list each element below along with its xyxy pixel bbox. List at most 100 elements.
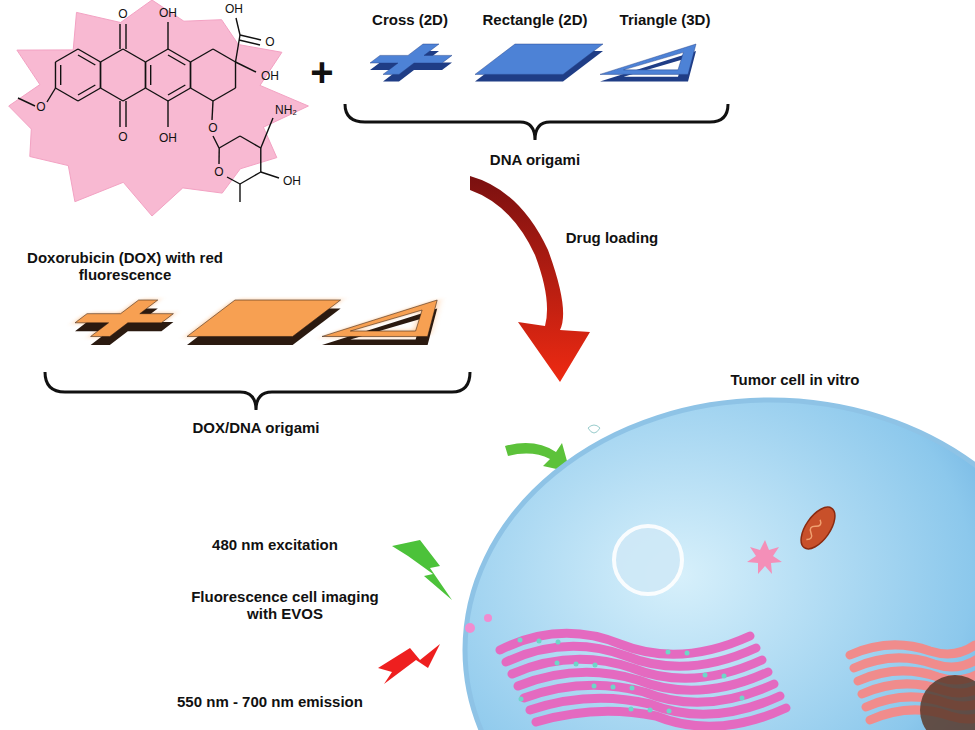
ribosome (593, 663, 598, 668)
bond (78, 85, 95, 95)
bond (261, 172, 279, 178)
bond (218, 148, 220, 164)
bond (168, 85, 185, 95)
shape-label: Cross (2D) (372, 11, 448, 28)
bond (55, 88, 78, 101)
slab-top (187, 300, 341, 336)
bond (119, 24, 120, 49)
vesicle (614, 526, 682, 594)
dna-origami-shapes (355, 44, 728, 81)
bond (190, 62, 191, 88)
bond (60, 65, 61, 85)
tumor-cell (465, 400, 975, 730)
bond (78, 49, 101, 62)
bond (190, 62, 191, 88)
dox-dna-origami-shapes (57, 300, 476, 345)
bond (125, 101, 126, 127)
bond (145, 62, 146, 88)
bond (100, 49, 123, 62)
mitochondrion (794, 501, 841, 554)
bond (150, 65, 151, 85)
bond (145, 62, 146, 88)
bond (100, 62, 101, 88)
bond (240, 136, 261, 148)
atom-label: O (118, 131, 127, 143)
cell-label: Tumor cell in vitro (731, 371, 860, 388)
atom-label: O (208, 122, 217, 134)
ribosome (592, 684, 597, 689)
endocytic-pit (588, 425, 600, 433)
ribosome (685, 651, 690, 656)
method-label: 550 nm - 700 nm emission (177, 693, 363, 710)
ribosome (519, 697, 524, 702)
slab-top (355, 44, 467, 74)
atom-label: OH (225, 3, 243, 15)
bond (78, 55, 95, 65)
ribosome (555, 661, 560, 666)
atom-label: NH₂ (275, 104, 297, 116)
nucleus (920, 675, 975, 730)
bond (239, 184, 240, 202)
bond (167, 101, 168, 127)
doxorubicin-structure (18, 18, 279, 202)
slab-top (57, 300, 191, 336)
ribosome (611, 685, 616, 690)
atom-label: OH (159, 132, 177, 144)
bond (236, 35, 241, 62)
slab-top (475, 44, 603, 74)
bond (145, 88, 168, 101)
endoplasmic-reticulum (465, 614, 975, 726)
ribosome (740, 696, 745, 701)
ribosome (556, 640, 561, 645)
bracket (45, 372, 470, 410)
ribosome (518, 638, 523, 643)
er-fold (536, 708, 786, 726)
bond (119, 101, 120, 127)
slab-top (322, 300, 476, 336)
bond (47, 88, 56, 102)
er-fold (854, 658, 975, 668)
group-label: DNA origami (490, 151, 580, 168)
method-label: Fluorescence cell imaging with EVOS (185, 588, 385, 623)
ribosome (722, 674, 727, 679)
organelle-star (747, 540, 782, 574)
bond (236, 18, 240, 35)
bond (168, 49, 191, 62)
shape-label: Rectangle (2D) (482, 11, 587, 28)
bond (260, 148, 261, 172)
pink-burst (9, 0, 309, 216)
plus-sign: + (310, 49, 333, 95)
bond (167, 22, 168, 49)
shape-label: Triangle (3D) (620, 11, 711, 28)
ribosome (537, 639, 542, 644)
atom-label: OH (261, 70, 279, 82)
ribosome (666, 650, 671, 655)
bond (168, 55, 185, 65)
bond (145, 49, 168, 62)
bond (213, 136, 219, 148)
bond (219, 136, 240, 148)
ribosome (630, 686, 635, 691)
bond (240, 35, 261, 40)
emission-bolt (378, 644, 440, 684)
bond (123, 49, 146, 62)
drug-caption: Doxorubicin (DOX) with red fluorescence (5, 249, 245, 284)
bond (236, 62, 257, 72)
vesicle-dot (484, 614, 492, 622)
bond (213, 88, 236, 101)
atom-label: OH (283, 175, 301, 187)
atom-label: O (36, 101, 45, 113)
bond (18, 98, 35, 106)
slab-top (600, 44, 728, 74)
atom-label: O (118, 8, 127, 20)
bracket (345, 104, 728, 140)
bond (125, 24, 126, 49)
bond (235, 62, 236, 88)
ribosome (667, 709, 672, 714)
bond (227, 177, 240, 184)
bond (190, 49, 213, 62)
atom-label: OH (159, 7, 177, 19)
ribosome (574, 662, 579, 667)
